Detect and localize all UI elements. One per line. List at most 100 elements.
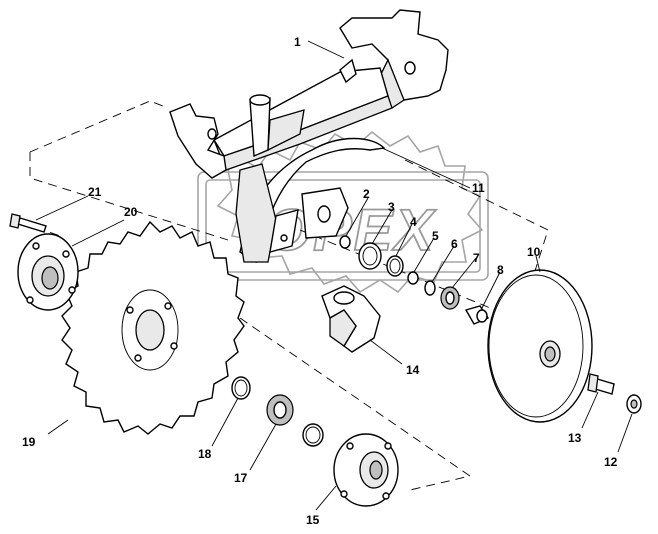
callout-11: 11 (472, 181, 485, 195)
leader-20 (71, 219, 125, 247)
part-8-spacer-end (476, 309, 488, 323)
hub-cover-bore (369, 460, 383, 480)
part-12-washer (626, 394, 642, 414)
leader-13 (581, 391, 599, 429)
scraper-mount-plate (269, 209, 299, 253)
leader-11 (381, 147, 471, 189)
leader-2 (345, 197, 369, 237)
callout-3: 3 (388, 200, 395, 214)
notched-disc-bolt-hole-4 (134, 354, 142, 362)
part-2-washer (339, 235, 351, 249)
part-3-ring (358, 242, 382, 270)
bracket-bore (333, 291, 355, 305)
frame-bracket-hole (404, 61, 416, 75)
callout-1: 1 (294, 35, 301, 49)
ring-small-inner (305, 426, 321, 444)
callout-2: 2 (363, 187, 370, 201)
leader-lines (35, 40, 633, 511)
frame-arm-hole (207, 128, 217, 140)
part-21-bolt (9, 213, 47, 233)
leader-12 (617, 413, 633, 453)
guide-line-left (29, 152, 229, 241)
leader-4 (395, 223, 413, 257)
callout-19: 19 (22, 435, 36, 449)
scraper-bracket-hole (317, 205, 331, 223)
callout-13: 13 (568, 431, 582, 445)
notched-disc-center (135, 309, 165, 351)
leader-14 (369, 339, 403, 365)
callout-17: 17 (234, 471, 248, 485)
part-14-bracket (321, 285, 381, 353)
hub-flange-bore (41, 266, 59, 290)
leader-17 (249, 423, 277, 471)
hub-flange-hole-4 (26, 296, 34, 304)
leader-7 (451, 257, 477, 289)
hub-cover-hole-2 (384, 442, 392, 450)
bracket-face (329, 309, 357, 347)
part-19-notched-disc (61, 220, 245, 435)
part-20-hub-flange (17, 233, 79, 311)
notched-disc-bolt-hole-2 (164, 302, 172, 310)
callout-14: 14 (406, 363, 420, 377)
bolt-13-head (587, 373, 599, 393)
part-13-bolt (587, 373, 615, 395)
scraper-holder (235, 163, 277, 263)
leader-10 (535, 255, 541, 273)
notched-disc-inner-ring (121, 289, 179, 371)
callout-10: 10 (527, 245, 541, 259)
part-3-ring-inner (362, 246, 378, 266)
part-6-ring (424, 280, 436, 296)
bolt-21-shank (17, 217, 47, 233)
hub-flange-hole-2 (62, 250, 70, 258)
part-scraper-arm (235, 137, 386, 264)
part-5-washer (407, 271, 419, 285)
part-4-ring-inner (389, 258, 401, 274)
hub-cover-hole-3 (382, 492, 390, 500)
bolt-21-head (9, 213, 21, 229)
notched-disc-bolt-hole-3 (170, 342, 178, 350)
part-7-bearing-inner (445, 291, 455, 305)
watermark-frame (197, 171, 489, 281)
part-15-hub-cover (333, 433, 399, 507)
leader-1 (307, 40, 345, 59)
guide-line-lower-right (239, 317, 472, 491)
frame-gusset (267, 109, 305, 152)
flat-disc-outer (487, 269, 593, 423)
leader-18 (211, 397, 239, 447)
frame-standoff (339, 58, 357, 84)
washer-12-inner (630, 399, 638, 409)
hub-cover-hole-1 (346, 442, 354, 450)
callout-8: 8 (497, 263, 504, 277)
hub-flange-hole-1 (32, 242, 40, 250)
callout-4: 4 (410, 215, 417, 229)
hub-flange-hole-3 (68, 286, 76, 294)
leader-5 (413, 237, 435, 273)
watermark-frame-inner (205, 179, 481, 273)
callout-18: 18 (198, 447, 212, 461)
part-18-ring (231, 376, 251, 400)
callout-12: 12 (604, 455, 618, 469)
flat-disc-bore (544, 346, 556, 362)
leader-15 (315, 485, 337, 511)
callout-6: 6 (451, 237, 458, 251)
ring-18-inner (234, 379, 248, 397)
part-frame-arm (169, 9, 449, 179)
part-ring-small (302, 423, 324, 447)
callout-20: 20 (124, 205, 138, 219)
leader-21 (35, 195, 89, 221)
frame-bracket-top (339, 9, 449, 101)
hub-cover-hole-4 (340, 490, 348, 498)
notched-disc-bolt-hole-1 (126, 306, 134, 314)
frame-arm-plate (169, 103, 227, 179)
leader-6 (431, 245, 455, 283)
guide-line-upper-left (29, 100, 169, 153)
callout-15: 15 (306, 513, 320, 527)
leader-8 (481, 271, 501, 309)
leader-3 (371, 209, 393, 245)
callout-21: 21 (88, 185, 102, 199)
flat-disc-rim (488, 274, 584, 418)
guide-line-right-frame (404, 159, 549, 319)
frame-post-top (249, 94, 271, 106)
leader-19 (47, 419, 69, 435)
